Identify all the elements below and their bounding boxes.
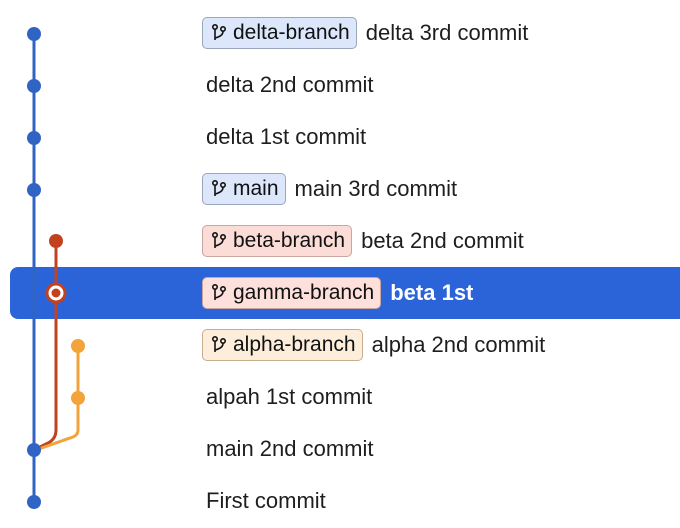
commit-dot bbox=[71, 391, 85, 405]
commit-message: alpha 2nd commit bbox=[371, 332, 546, 357]
selected-commit-dot-inner bbox=[51, 288, 61, 298]
commit-message: delta 3rd commit bbox=[365, 20, 529, 45]
commit-dot bbox=[27, 495, 41, 509]
branch-tag-label: delta-branch bbox=[233, 21, 350, 44]
branch-tag-beta-branch[interactable]: beta-branch bbox=[202, 225, 353, 257]
branch-tag-delta-branch[interactable]: delta-branch bbox=[202, 17, 357, 49]
commit-row[interactable]: main 2nd commit bbox=[202, 431, 374, 467]
commit-dot bbox=[27, 443, 41, 457]
branch-tag-label: alpha-branch bbox=[233, 333, 356, 356]
alpha-lane-line bbox=[35, 346, 80, 452]
branch-tag-label: main bbox=[233, 177, 279, 200]
commit-message: beta 1st bbox=[390, 280, 474, 305]
beta-lane-line bbox=[33, 241, 58, 452]
commit-row[interactable]: delta 2nd commit bbox=[202, 67, 374, 103]
commit-dot bbox=[27, 27, 41, 41]
commit-graph bbox=[27, 27, 85, 509]
commit-row[interactable]: delta 1st commit bbox=[202, 119, 366, 155]
git-branch-icon bbox=[211, 335, 227, 352]
commit-message: beta 2nd commit bbox=[361, 228, 524, 253]
git-branch-icon bbox=[211, 179, 227, 196]
commit-row-selected[interactable]: gamma-branch beta 1st bbox=[202, 275, 473, 311]
branch-tag-label: gamma-branch bbox=[233, 281, 375, 304]
commit-row[interactable]: beta-branch beta 2nd commit bbox=[202, 223, 524, 259]
commit-row[interactable]: alpah 1st commit bbox=[202, 379, 372, 415]
commit-row[interactable]: alpha-branch alpha 2nd commit bbox=[202, 327, 545, 363]
commit-row[interactable]: main main 3rd commit bbox=[202, 171, 457, 207]
git-branch-icon bbox=[211, 231, 227, 248]
commit-dot bbox=[27, 79, 41, 93]
commit-message: First commit bbox=[206, 488, 326, 513]
commit-message: alpah 1st commit bbox=[206, 384, 373, 409]
commit-message: delta 1st commit bbox=[206, 124, 367, 149]
commit-dot bbox=[27, 183, 41, 197]
commit-row[interactable]: delta-branch delta 3rd commit bbox=[202, 15, 528, 51]
git-branch-icon bbox=[211, 23, 227, 40]
commit-dot bbox=[49, 234, 63, 248]
branch-tag-main[interactable]: main bbox=[202, 173, 286, 205]
commit-message: main 2nd commit bbox=[206, 436, 374, 461]
commit-message: main 3rd commit bbox=[294, 176, 458, 201]
commit-row[interactable]: First commit bbox=[202, 483, 326, 519]
commit-dot bbox=[27, 131, 41, 145]
branch-tag-label: beta-branch bbox=[233, 229, 346, 252]
commit-dot bbox=[71, 339, 85, 353]
git-branch-icon bbox=[211, 283, 227, 300]
commit-message: delta 2nd commit bbox=[206, 72, 374, 97]
branch-tag-gamma-branch[interactable]: gamma-branch bbox=[202, 277, 382, 309]
branch-tag-alpha-branch[interactable]: alpha-branch bbox=[202, 329, 363, 361]
